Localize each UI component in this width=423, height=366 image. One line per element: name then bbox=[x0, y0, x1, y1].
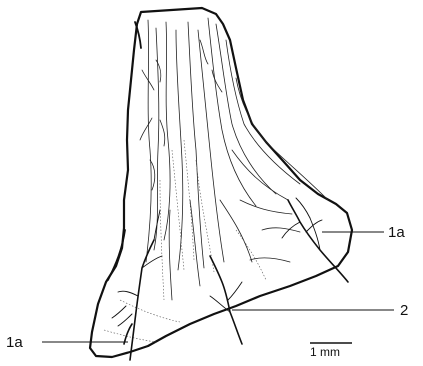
label-lower-1a: 1a bbox=[6, 334, 23, 351]
label-upper-1a: 1a bbox=[388, 224, 405, 241]
label-2: 2 bbox=[400, 302, 408, 319]
scale-bar-label: 1 mm bbox=[310, 345, 340, 359]
scale-bar: 1 mm bbox=[310, 343, 352, 359]
